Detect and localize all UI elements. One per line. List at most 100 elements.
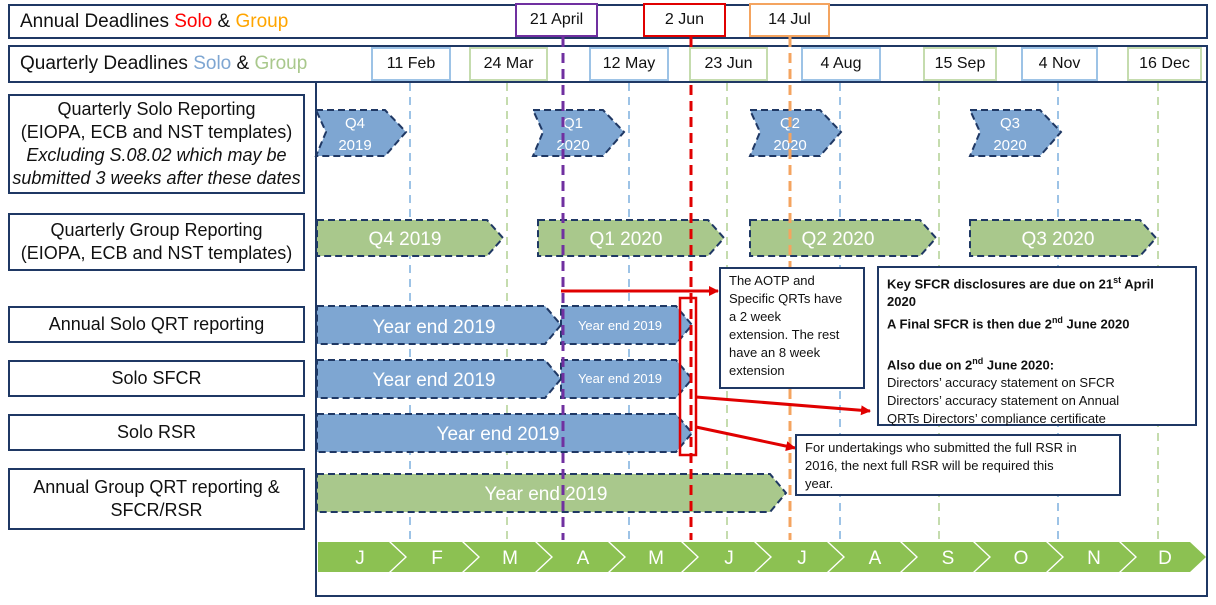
solo-sfcr-bar-main xyxy=(316,359,563,399)
row-label-solo-sfcr: Solo SFCR xyxy=(8,360,305,397)
note-text: April xyxy=(1121,276,1154,292)
quarterly-header-prefix: Quarterly Deadlines xyxy=(20,53,194,74)
solo-q1-label-2: 2020 xyxy=(556,137,589,154)
note-line: Directors’ accuracy statement on SFCR xyxy=(887,374,1115,390)
annual-group-label: Year end 2019 xyxy=(485,484,608,505)
annual-solo-qrt-bars: Year end 2019 Year end 2019 xyxy=(316,305,694,345)
month-chevron xyxy=(756,542,843,572)
annual-date-14-jul: 14 Jul xyxy=(749,3,830,37)
annual-solo-qrt-bar-main xyxy=(316,305,563,345)
month-chevron xyxy=(391,542,478,572)
row-label-text: Annual Group QRT reporting & xyxy=(33,477,280,497)
group-q1-2020-bar xyxy=(537,219,726,257)
month-chevron xyxy=(610,542,697,572)
annual-deadlines-header: Annual Deadlines Solo & Group xyxy=(8,4,1208,39)
solo-q3-2020-chevron xyxy=(968,109,1063,157)
annual-header-amp: & xyxy=(212,10,236,32)
month-label: J xyxy=(724,548,734,569)
group-q3-2020-bar xyxy=(969,219,1158,257)
quarterly-date-4-nov: 4 Nov xyxy=(1021,47,1098,81)
note-text: Also due on 2 xyxy=(887,356,973,372)
note-line: Key SFCR disclosures are due on 21st Apr… xyxy=(887,271,1187,293)
month-chevron xyxy=(464,542,551,572)
annual-solo-qrt-label-main: Year end 2019 xyxy=(373,317,496,338)
note-line: a 2 week xyxy=(729,309,782,324)
quarterly-date-15-sep: 15 Sep xyxy=(923,47,997,81)
note-text: June 2020 xyxy=(1062,316,1130,332)
annual-solo-qrt-bar-extension xyxy=(560,305,694,345)
rsr-note: For undertakings who submitted the full … xyxy=(795,434,1121,496)
month-chevron xyxy=(1048,542,1135,572)
quarterly-header-amp: & xyxy=(231,53,255,74)
row-label-annual-group: Annual Group QRT reporting & SFCR/RSR xyxy=(8,468,305,530)
quarterly-solo-bars: Q4 2019 Q1 2020 Q2 2020 Q3 2020 xyxy=(314,109,1063,157)
note-text: A Final SFCR is then due 2 xyxy=(887,316,1052,332)
quarterly-date-11-feb: 11 Feb xyxy=(371,47,451,81)
quarterly-date-24-mar: 24 Mar xyxy=(469,47,548,81)
annual-header-prefix: Annual Deadlines xyxy=(20,10,175,32)
row-label-text: Quarterly Group Reporting xyxy=(50,220,263,240)
month-label: F xyxy=(431,548,443,569)
annual-group-bar xyxy=(316,473,788,513)
note-line: A Final SFCR is then due 2nd June 2020 xyxy=(887,311,1187,333)
note-sup: st xyxy=(1113,275,1122,285)
month-chevron xyxy=(829,542,916,572)
month-chevron xyxy=(975,542,1062,572)
arrow-to-rsr-note xyxy=(695,425,796,452)
solo-sfcr-bars: Year end 2019 Year end 2019 xyxy=(316,359,694,399)
row-label-text: submitted 3 weeks after these dates xyxy=(12,168,301,188)
note-text: Key SFCR disclosures are due on 21 xyxy=(887,276,1114,292)
note-line: year. xyxy=(805,476,834,491)
note-line: 2016, the next full RSR will be required… xyxy=(805,458,1054,473)
row-label-text: Solo SFCR xyxy=(111,368,202,388)
solo-rsr-bars: Year end 2019 xyxy=(316,413,694,453)
month-chevron xyxy=(318,542,405,572)
quarterly-date-23-jun: 23 Jun xyxy=(689,47,768,81)
note-line: Specific QRTs have xyxy=(729,291,843,306)
note-sup: nd xyxy=(972,355,984,366)
note-line: 2020 xyxy=(887,294,916,310)
quarterly-group-bars: Q4 2019 Q1 2020 Q2 2020 Q3 2020 xyxy=(316,219,1158,257)
month-label: A xyxy=(577,548,590,569)
month-label: J xyxy=(355,548,365,569)
solo-rsr-bar xyxy=(316,413,694,453)
row-label-text: (EIOPA, ECB and NST templates) xyxy=(20,122,293,142)
solo-q1-label-1: Q1 xyxy=(563,115,583,132)
note-line: extension xyxy=(729,363,785,378)
quarterly-header-solo: Solo xyxy=(193,53,232,74)
month-label: S xyxy=(942,548,955,569)
annual-group-bars: Year end 2019 xyxy=(316,473,788,513)
solo-sfcr-label-extension: Year end 2019 xyxy=(578,371,662,386)
note-sup: nd xyxy=(1051,315,1063,326)
solo-q4-2019-chevron xyxy=(314,109,408,157)
month-label: J xyxy=(797,548,807,569)
month-chevron xyxy=(1121,542,1206,572)
note-line: For undertakings who submitted the full … xyxy=(805,440,1077,455)
quarterly-date-4-aug: 4 Aug xyxy=(801,47,881,81)
solo-rsr-label: Year end 2019 xyxy=(437,424,560,445)
annual-header-solo: Solo xyxy=(174,10,213,32)
group-q2-label: Q2 2020 xyxy=(802,229,875,250)
annual-solo-qrt-label-extension: Year end 2019 xyxy=(578,318,662,333)
month-label: M xyxy=(502,548,518,569)
row-label-solo-rsr: Solo RSR xyxy=(8,414,305,451)
month-chevron xyxy=(902,542,989,572)
note-line: extension. The rest xyxy=(729,327,840,342)
group-q4-2019-bar xyxy=(316,219,505,257)
solo-q4-label-2: 2019 xyxy=(338,137,371,154)
row-label-text: SFCR/RSR xyxy=(110,500,203,520)
june-highlight-box xyxy=(678,296,698,457)
sfcr-disclosure-note: Key SFCR disclosures are due on 21st Apr… xyxy=(877,266,1197,426)
row-label-quarterly-solo: Quarterly Solo Reporting (EIOPA, ECB and… xyxy=(8,94,305,194)
row-label-text: (EIOPA, ECB and NST templates) xyxy=(20,243,293,263)
group-q4-label: Q4 2019 xyxy=(369,229,442,250)
annual-date-21-april: 21 April xyxy=(515,3,598,37)
quarterly-header-group: Group xyxy=(254,53,308,74)
row-label-text: Excluding S.08.02 which may be xyxy=(26,145,287,165)
month-label: A xyxy=(869,548,882,569)
month-label: O xyxy=(1014,548,1029,569)
quarterly-date-16-dec: 16 Dec xyxy=(1127,47,1202,81)
aotp-extension-note: The AOTP and Specific QRTs have a 2 week… xyxy=(719,267,865,389)
note-line: QRTs Directors’ compliance certificate xyxy=(887,410,1106,426)
note-line: The AOTP and xyxy=(729,273,815,288)
